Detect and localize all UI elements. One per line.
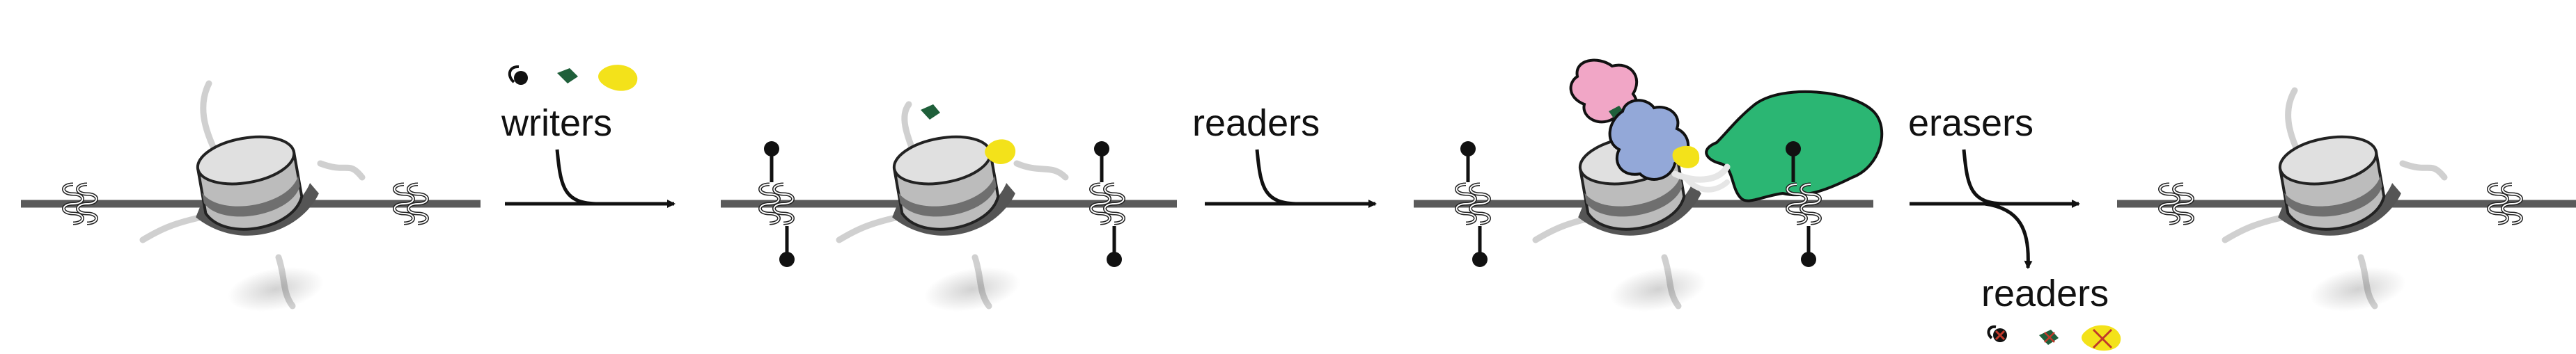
histone-tail xyxy=(1683,175,1730,193)
stage-2-marked-nucleosome xyxy=(721,101,1177,323)
histone-tail xyxy=(2399,160,2448,181)
histone-tail xyxy=(1013,160,1069,181)
erased-leaf-mark-icon xyxy=(2039,330,2059,345)
leaf-mark-icon xyxy=(921,104,940,120)
lollipop-mark-icon xyxy=(779,226,795,267)
stage-3-reader-bound-nucleosome xyxy=(1414,58,1884,323)
leaf-mark-icon xyxy=(557,68,578,83)
nucleosome-icon xyxy=(182,125,339,323)
dna-coil-icon xyxy=(1091,184,1124,223)
dna-coil-icon xyxy=(760,184,793,223)
nucleosome-icon xyxy=(2264,125,2421,323)
dna-coil-icon xyxy=(395,184,428,223)
dna-coil-icon xyxy=(64,184,97,223)
lollipop-mark-icon xyxy=(508,65,528,85)
readers-arrow-branch xyxy=(1255,149,1299,206)
dna-coil-icon xyxy=(2160,184,2193,223)
reader-protein-blue xyxy=(1608,99,1690,181)
writers-arrow-branch xyxy=(555,149,600,206)
histone-tail xyxy=(1671,163,1731,183)
erasers-label: erasers xyxy=(1908,102,2034,144)
yellow-blob-mark-icon xyxy=(598,65,638,91)
lollipop-mark-icon xyxy=(1107,226,1122,267)
readers-label: readers xyxy=(1192,102,1320,144)
dna-coil-icon xyxy=(2489,184,2522,223)
writers-label: writers xyxy=(501,102,612,144)
lollipop-mark-icon xyxy=(764,141,779,182)
yellow-blob-mark-icon xyxy=(985,139,1016,164)
readers-branch-label: readers xyxy=(1981,273,2109,314)
erasers-step: erasers readers xyxy=(1908,102,2121,351)
erased-yellow-blob-mark-icon xyxy=(2082,325,2121,351)
erased-lollipop-mark-icon xyxy=(1987,325,2007,342)
erasers-arrow-branch xyxy=(1962,149,2006,206)
yellow-blob-mark-icon xyxy=(1672,145,1700,168)
lollipop-mark-icon xyxy=(1472,226,1488,267)
writers-step: writers xyxy=(501,65,676,208)
stage-1-unmodified-nucleosome xyxy=(21,80,481,323)
readers-step: readers xyxy=(1192,102,1377,208)
lollipop-mark-icon xyxy=(1460,141,1476,182)
readers-branch-arrow xyxy=(1984,202,2033,269)
histone-tail xyxy=(317,160,366,181)
stage-4-restored-nucleosome xyxy=(2117,87,2576,323)
dna-coil-icon xyxy=(1457,184,1490,223)
lollipop-mark-icon xyxy=(1801,226,1816,267)
lollipop-mark-icon xyxy=(1094,141,1109,182)
